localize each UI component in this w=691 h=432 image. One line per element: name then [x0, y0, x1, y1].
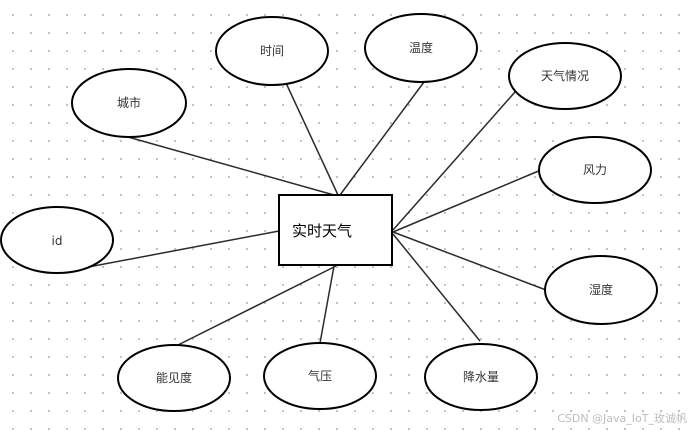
attribute-label: id — [52, 234, 63, 248]
attribute-label: 时间 — [260, 44, 284, 58]
connector-temperature — [339, 81, 425, 196]
connector-wind — [392, 169, 542, 233]
attribute-label: 湿度 — [589, 282, 613, 297]
attribute-time: 时间 — [215, 16, 329, 86]
attribute-temperature: 温度 — [364, 13, 478, 83]
connector-city — [127, 136, 335, 196]
attribute-label: 气压 — [308, 368, 332, 383]
attribute-label: 降水量 — [463, 370, 499, 384]
connector-humidity — [392, 231, 547, 291]
attribute-label: 温度 — [409, 40, 433, 55]
connector-pressure — [319, 265, 335, 344]
entity-label: 实时天气 — [292, 222, 352, 240]
attribute-visibility: 能见度 — [117, 344, 231, 412]
attribute-wind: 风力 — [538, 136, 652, 204]
entity-realtime-weather: 实时天气 — [278, 194, 393, 266]
connector-time — [285, 82, 339, 196]
attribute-label: 城市 — [117, 95, 141, 110]
attribute-precipitation: 降水量 — [424, 343, 538, 411]
connector-weather-condition — [392, 91, 516, 231]
connector-id — [61, 230, 280, 273]
attribute-city: 城市 — [71, 68, 187, 138]
attribute-pressure: 气压 — [263, 342, 377, 410]
attribute-label: 天气情况 — [541, 68, 589, 83]
attribute-id: id — [0, 206, 114, 274]
attribute-label: 风力 — [583, 163, 607, 177]
watermark-text: CSDN @Java_IoT_玫诚帆 — [557, 412, 687, 425]
attribute-label: 能见度 — [156, 370, 192, 385]
connector-precipitation — [392, 233, 481, 342]
attribute-weather-condition: 天气情况 — [508, 42, 622, 110]
connector-visibility — [173, 265, 337, 348]
attribute-humidity: 湿度 — [544, 255, 658, 325]
